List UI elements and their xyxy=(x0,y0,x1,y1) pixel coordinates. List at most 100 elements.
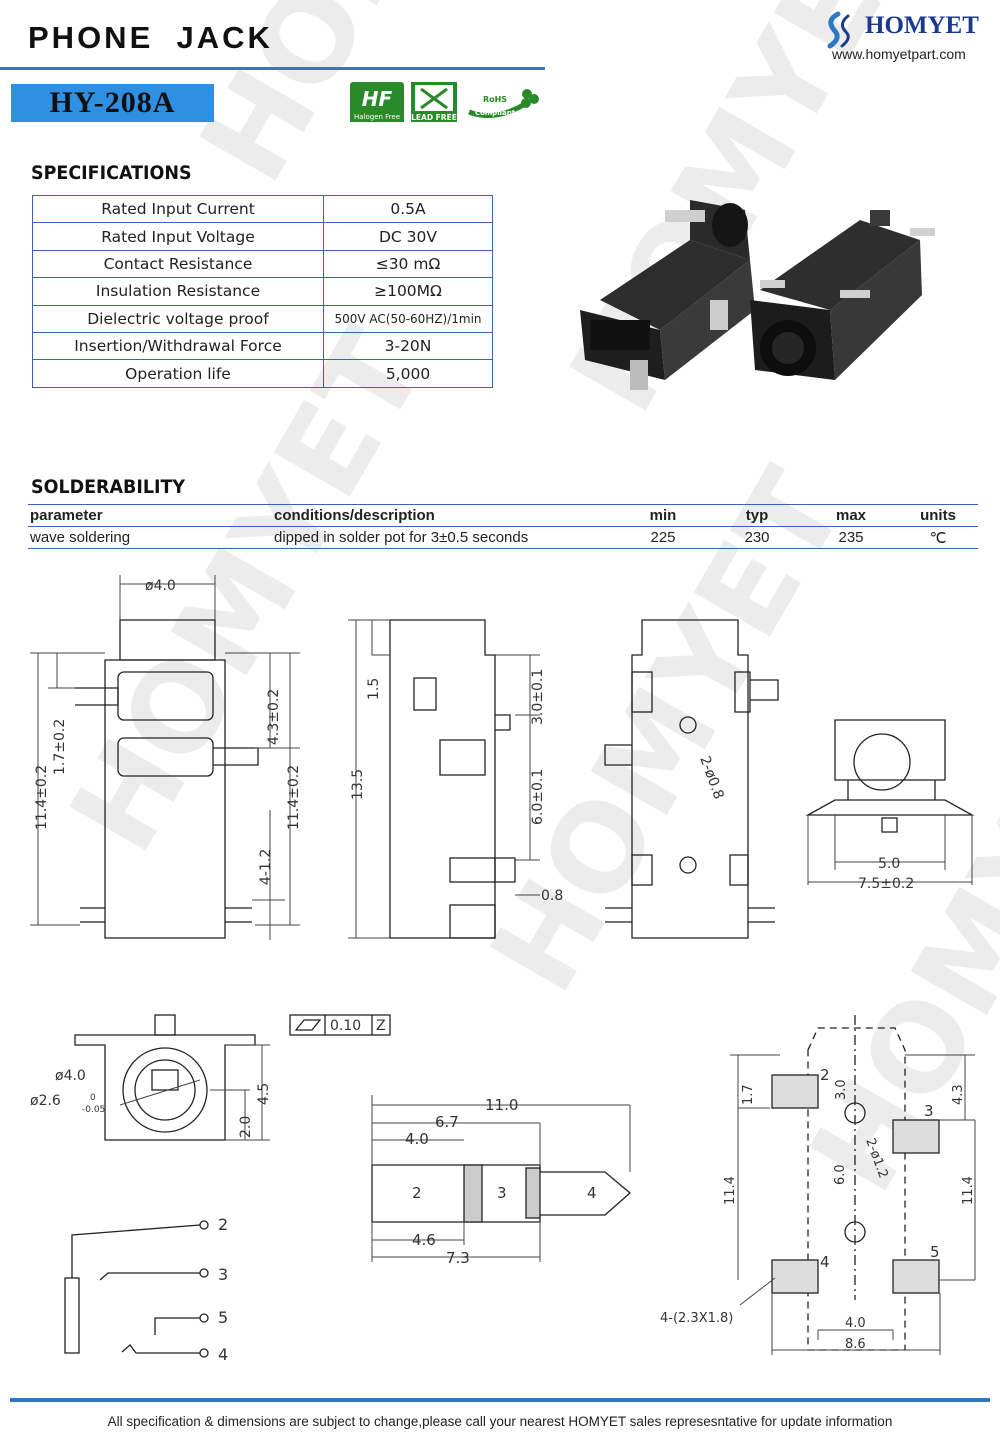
dim-label: 3.0±0.1 xyxy=(530,669,546,725)
col-parameter: parameter xyxy=(28,504,272,527)
schematic-drawing: 2 3 5 4 xyxy=(64,1215,228,1364)
back-view-drawing: 2-ø0.8 xyxy=(604,619,779,939)
brand-url[interactable]: www.homyetpart.com xyxy=(832,46,966,62)
pin-label: 5 xyxy=(930,1243,940,1261)
dim-label: 7.3 xyxy=(446,1249,470,1267)
dim-label: 4-(2.3X1.8) xyxy=(660,1311,733,1326)
spec-value: ≥100MΩ xyxy=(323,277,493,306)
pin-label: 2 xyxy=(820,1066,830,1084)
svg-text:HF: HF xyxy=(362,87,393,111)
dim-label: 11.4 xyxy=(961,1176,976,1205)
spec-param: Insertion/Withdrawal Force xyxy=(32,331,324,361)
col-min: min xyxy=(616,504,710,527)
dim-label: 6.0±0.1 xyxy=(530,769,546,825)
page-title: PHONE JACK xyxy=(28,20,273,55)
dim-label: ø4.0 xyxy=(145,578,176,594)
dim-label: 1.7±0.2 xyxy=(52,719,68,775)
dim-label: Z xyxy=(376,1018,386,1034)
solderability-table: parameter conditions/description min typ… xyxy=(28,504,978,549)
table-row: Contact Resistance≤30 mΩ xyxy=(32,249,493,279)
spec-param: Contact Resistance xyxy=(32,249,324,279)
dim-label: 4.3±0.2 xyxy=(266,689,282,745)
col-max: max xyxy=(804,504,898,527)
dim-label: 3.0 xyxy=(834,1079,849,1100)
spec-param: Dielectric voltage proof xyxy=(32,304,324,333)
dim-label: 2-ø1.2 xyxy=(862,1136,890,1180)
table-row: wave soldering dipped in solder pot for … xyxy=(28,526,978,549)
lead-free-badge: LEAD FREE xyxy=(411,82,457,122)
technical-drawings: ø4.0 11.4±0.2 1.7±0.2 4.3±0.2 11.4±0.2 4… xyxy=(30,575,976,1364)
dim-label: ø2.6 xyxy=(30,1093,61,1109)
dim-label: 2.0 xyxy=(238,1116,254,1138)
table-header-row: parameter conditions/description min typ… xyxy=(28,504,978,527)
plug-contact-label: 2 xyxy=(412,1184,422,1202)
rohs-compliant-text: Compliant xyxy=(475,109,516,117)
dim-label: 4.5 xyxy=(256,1083,272,1105)
model-label: HY-208A xyxy=(11,84,214,122)
rohs-text: RoHS xyxy=(483,95,507,104)
side-view-drawing: 1.5 13.5 3.0±0.1 6.0±0.1 0.8 xyxy=(348,619,563,939)
dim-label: 0.10 xyxy=(330,1018,361,1034)
dim-label: 11.4 xyxy=(723,1176,738,1205)
end-view-drawing: 5.0 7.5±0.2 xyxy=(805,719,975,892)
dim-label: 1.7 xyxy=(741,1084,756,1105)
col-units: units xyxy=(898,504,978,527)
plug-contact-label: 3 xyxy=(497,1184,507,1202)
dim-label: -0.05 xyxy=(82,1105,105,1115)
jack-right-product xyxy=(750,210,935,380)
dim-label: 2-ø0.8 xyxy=(696,754,726,802)
dim-label: 11.0 xyxy=(485,1096,518,1114)
dim-label: 7.5±0.2 xyxy=(858,876,914,892)
rohs-badge: RoHS Compliant xyxy=(468,89,539,119)
dim-label: 11.4±0.2 xyxy=(286,765,302,830)
product-photo xyxy=(580,200,935,390)
cell-min: 225 xyxy=(616,526,710,549)
table-row: Insulation Resistance≥100MΩ xyxy=(32,277,493,306)
spec-value: 0.5A xyxy=(323,194,493,224)
spec-param: Rated Input Voltage xyxy=(32,222,324,251)
spec-value: 5,000 xyxy=(323,359,493,388)
dim-label: 5.0 xyxy=(878,856,900,872)
dim-label: 6.0 xyxy=(833,1164,848,1185)
footer-rule xyxy=(10,1398,990,1402)
face-view-drawing: ø4.0 ø2.6 0 -0.05 2.0 4.5 0.10 Z xyxy=(30,1014,391,1141)
cell-conditions: dipped in solder pot for 3±0.5 seconds xyxy=(272,526,616,549)
dim-label: 0 xyxy=(90,1093,96,1103)
dim-label: 0.8 xyxy=(541,888,563,904)
dim-label: 4.3 xyxy=(951,1084,966,1105)
pcb-footprint-drawing: 1.7 3.0 4.3 2 3 11.4 6.0 2-ø1.2 11.4 4 5… xyxy=(660,1015,976,1355)
pin-label: 4 xyxy=(820,1253,830,1271)
solderability-heading: SOLDERABILITY xyxy=(31,476,186,498)
dim-label: 4.0 xyxy=(405,1130,429,1148)
footer-disclaimer: All specification & dimensions are subje… xyxy=(107,1414,893,1429)
pin-label: 2 xyxy=(218,1215,228,1234)
pin-label: 4 xyxy=(218,1345,228,1364)
dim-label: 4-1.2 xyxy=(258,849,274,885)
cell-units: ℃ xyxy=(898,526,978,549)
dim-label: 1.5 xyxy=(366,678,382,700)
cell-typ: 230 xyxy=(710,526,804,549)
homyet-logo-icon xyxy=(827,11,850,49)
pin-label: 3 xyxy=(924,1102,934,1120)
pin-label: 5 xyxy=(218,1308,228,1327)
spec-value: 500V AC(50-60HZ)/1min xyxy=(323,304,493,333)
specifications-heading: SPECIFICATIONS xyxy=(31,162,192,184)
cell-parameter: wave soldering xyxy=(28,526,272,549)
spec-param: Operation life xyxy=(32,359,324,388)
spec-value: 3-20N xyxy=(323,331,493,361)
brand-name: HOMYET xyxy=(865,12,979,39)
plug-drawing: 11.0 6.7 4.0 2 3 4 4.6 7.3 xyxy=(371,1095,631,1267)
lead-free-text: LEAD FREE xyxy=(411,113,457,122)
spec-param: Rated Input Current xyxy=(32,194,324,224)
spec-value: DC 30V xyxy=(323,222,493,251)
col-conditions: conditions/description xyxy=(272,504,616,527)
plug-contact-label: 4 xyxy=(587,1184,597,1202)
cell-max: 235 xyxy=(804,526,898,549)
dim-label: 8.6 xyxy=(845,1337,866,1352)
